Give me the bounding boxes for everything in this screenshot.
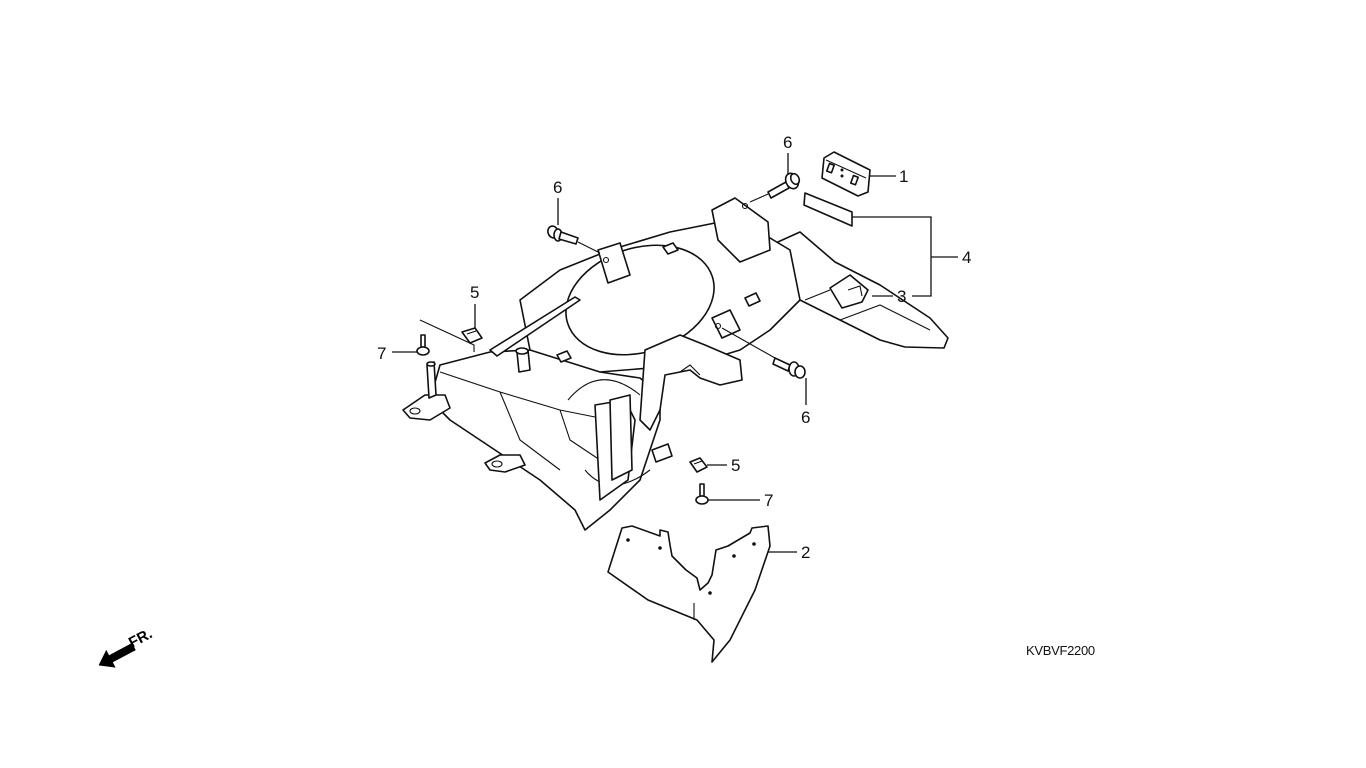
front-direction-arrow-icon (98, 643, 136, 668)
flange-bolt-6-top-right (749, 172, 801, 203)
callout-3: 3 (897, 287, 906, 306)
inner-fender-body (402, 197, 949, 531)
callout-5-right: 5 (731, 456, 740, 475)
clip-nut-5-left (461, 327, 483, 344)
callout-2: 2 (801, 543, 810, 562)
part-1-rubber-block (821, 151, 871, 197)
callout-6-top-left: 6 (553, 178, 562, 197)
callout-leaders (392, 153, 958, 553)
callout-5-left: 5 (470, 283, 479, 302)
front-direction-indicator: FR. (98, 625, 155, 668)
callout-1: 1 (899, 167, 908, 186)
callout-6-top-right: 6 (783, 133, 792, 152)
callout-6-right-lower: 6 (801, 408, 810, 427)
callout-7-left: 7 (377, 344, 386, 363)
part-2-splash-guard (607, 525, 771, 663)
clip-nut-5-right (689, 457, 708, 473)
callout-7-right: 7 (764, 491, 773, 510)
tapping-screw-7-left (416, 319, 475, 356)
flange-bolt-6-top-left (547, 225, 601, 254)
part-4-plate-strip (803, 192, 853, 227)
callout-4: 4 (962, 248, 971, 267)
drawing-code: KVBVF2200 (1026, 643, 1095, 658)
tapping-screw-7-right (695, 483, 709, 505)
flange-bolt-6-right-lower (721, 327, 806, 379)
